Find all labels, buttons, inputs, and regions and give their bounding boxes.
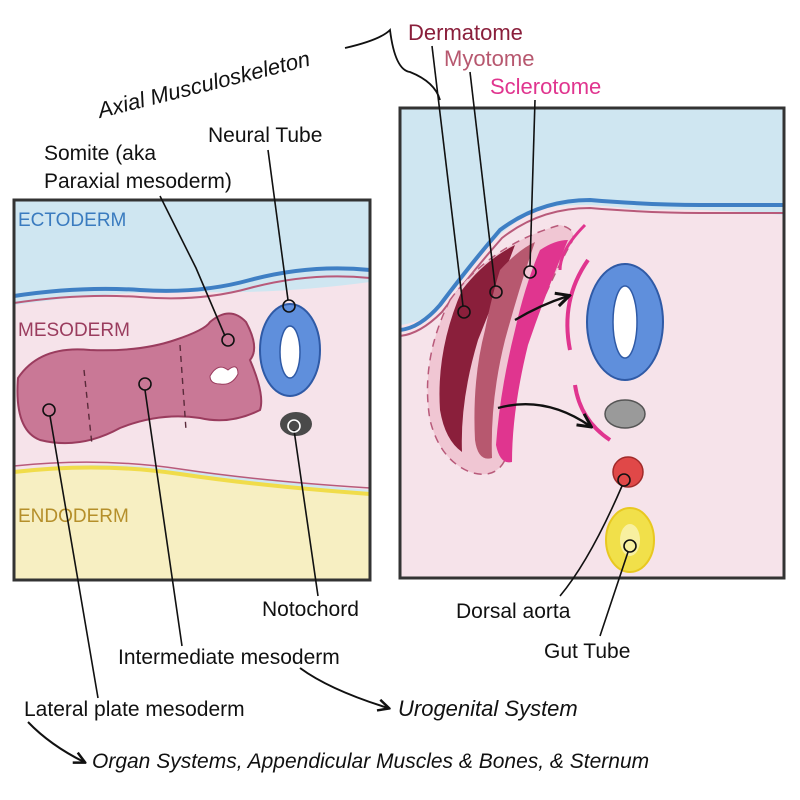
sclerotome-heading: Sclerotome (490, 74, 601, 99)
neural-tube-lumen-right (612, 285, 638, 359)
myotome-marker (489, 285, 503, 299)
urogenital-arrow (299, 667, 388, 708)
dermatome-heading: Dermatome (408, 20, 523, 45)
gut-tube-label: Gut Tube (544, 640, 630, 663)
lateral-plate-mesoderm-label: Lateral plate mesoderm (24, 698, 245, 721)
right-ectoderm-region (400, 108, 784, 325)
lateral-plate-mesoderm-leader (49, 415, 99, 699)
mesoderm-divider-1 (83, 369, 93, 446)
endoderm-boundary (13, 465, 371, 496)
migration-arrow-lower (497, 402, 590, 426)
ectoderm-boundary-inner (13, 275, 371, 304)
sclerotome-leader (529, 99, 536, 267)
somite-label-line2: Paraxial mesoderm) (44, 170, 232, 193)
intermediate-mesoderm-label: Intermediate mesoderm (118, 646, 340, 669)
myotome-heading: Myotome (444, 46, 534, 71)
right-ectoderm-boundary (399, 197, 784, 332)
ectoderm-boundary (13, 266, 371, 298)
left-cross-section-panel: ECTODERM MESODERM ENDODERM (12, 198, 372, 582)
myotome-band (474, 242, 535, 459)
notochord-left (280, 412, 312, 436)
mesoderm-divider-2 (179, 344, 187, 431)
endoderm-label: ENDODERM (18, 506, 129, 527)
organ-systems-label: Organ Systems, Appendicular Muscles & Bo… (92, 750, 649, 773)
mesoderm-label: MESODERM (18, 320, 130, 341)
somite-leader (159, 195, 226, 337)
somite-label-line1: Somite (aka (44, 142, 156, 165)
dorsal-aorta-leader (559, 485, 623, 597)
neural-tube-marker (282, 299, 296, 313)
intermediate-mesoderm-marker (138, 377, 152, 391)
dermatome-band (439, 245, 515, 452)
left-panel-frame (12, 198, 372, 582)
intermediate-mesoderm-leader (144, 389, 183, 647)
neural-tube-label: Neural Tube (208, 124, 322, 147)
axial-brace (344, 28, 441, 101)
right-cross-section-panel (398, 106, 786, 580)
migration-arrow-upper (514, 296, 568, 322)
ectoderm-label: ECTODERM (18, 210, 126, 231)
somite-marker (221, 333, 235, 347)
notochord-marker (287, 419, 301, 433)
axial-musculoskeleton-heading: Axial Musculoskeleton (93, 46, 312, 123)
neural-tube-lumen-left (279, 325, 301, 379)
sclerotome-marker (523, 265, 537, 279)
notochord-right (604, 399, 646, 429)
myotome-leader (469, 71, 496, 287)
sclerotome-band (496, 240, 568, 463)
right-panel-frame (398, 106, 786, 580)
gut-tube-leader (599, 551, 629, 637)
paraxial-mesoderm-block (16, 312, 263, 445)
dorsal-aorta (612, 456, 644, 488)
endoderm-region (14, 468, 370, 580)
right-ectoderm-boundary-inner (399, 206, 784, 337)
dorsal-aorta-label: Dorsal aorta (456, 600, 571, 623)
differentiated-somite (426, 223, 587, 475)
urogenital-system-label: Urogenital System (398, 696, 578, 721)
gut-tube-marker (623, 539, 637, 553)
notochord-leader (293, 429, 319, 597)
dermatome-marker (457, 305, 471, 319)
notochord-label: Notochord (262, 598, 359, 621)
organ-systems-arrow (27, 721, 84, 762)
somite-cavity (209, 366, 239, 385)
dorsal-aorta-marker (617, 473, 631, 487)
endoderm-boundary-inner (13, 461, 371, 489)
neural-tube-leader (267, 149, 289, 301)
dermatome-leader (431, 45, 464, 307)
sclerotome-arc-outer (558, 223, 587, 271)
lateral-plate-mesoderm-marker (42, 403, 56, 417)
